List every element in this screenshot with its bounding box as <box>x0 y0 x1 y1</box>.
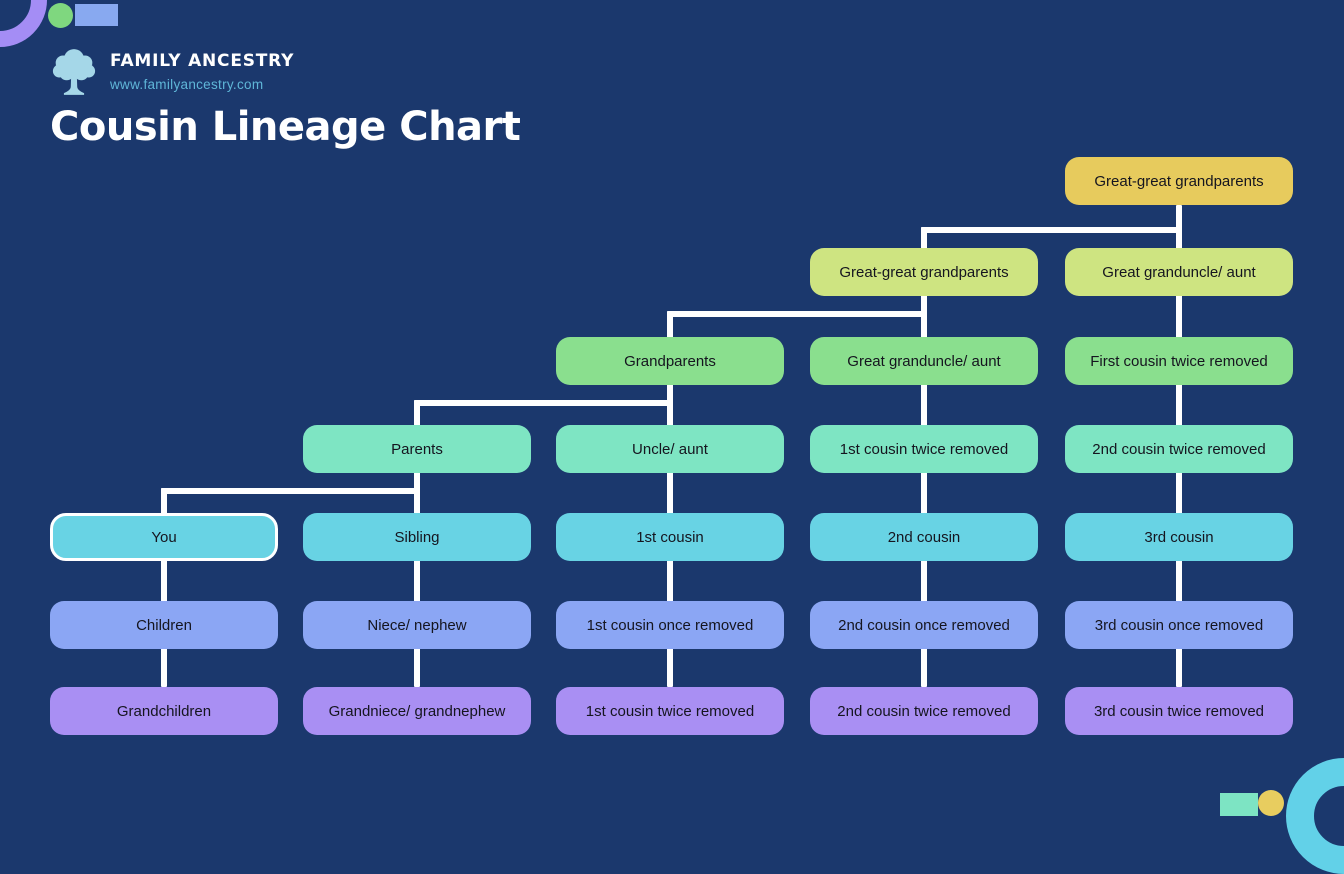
tree-node-r4c5-2nd-cousin-twice-removed: 2nd cousin twice removed <box>1065 425 1293 473</box>
tree-node-r5c2-sibling: Sibling <box>303 513 531 561</box>
tree-node-r6c5-3rd-cousin-once-removed: 3rd cousin once removed <box>1065 601 1293 649</box>
tree-node-r3c3-grandparents: Grandparents <box>556 337 784 385</box>
tree-node-r6c1-children: Children <box>50 601 278 649</box>
tree-node-r7c2-grandniece-grandnephew: Grandniece/ grandnephew <box>303 687 531 735</box>
tree-node-r7c5-3rd-cousin-twice-removed: 3rd cousin twice removed <box>1065 687 1293 735</box>
connector-line <box>161 488 167 687</box>
connector-line <box>667 311 673 687</box>
tree-node-r6c3-1st-cousin-once-removed: 1st cousin once removed <box>556 601 784 649</box>
tree-node-r2c5-great-granduncle-aunt: Great granduncle/ aunt <box>1065 248 1293 296</box>
tree-node-r5c1-you: You <box>50 513 278 561</box>
tree-node-r4c3-uncle-aunt: Uncle/ aunt <box>556 425 784 473</box>
tree-node-r5c5-3rd-cousin: 3rd cousin <box>1065 513 1293 561</box>
decor-circle-icon <box>1258 790 1284 816</box>
brand-name: FAMILY ANCESTRY <box>110 51 295 71</box>
tree-node-r7c1-grandchildren: Grandchildren <box>50 687 278 735</box>
tree-node-r3c4-great-granduncle-aunt: Great granduncle/ aunt <box>810 337 1038 385</box>
tree-node-r4c2-parents: Parents <box>303 425 531 473</box>
decor-rectangle-icon <box>1220 793 1258 816</box>
page-title: Cousin Lineage Chart <box>50 104 521 150</box>
tree-node-r7c3-1st-cousin-twice-removed: 1st cousin twice removed <box>556 687 784 735</box>
tree-icon <box>52 49 96 95</box>
tree-node-r4c4-1st-cousin-twice-removed: 1st cousin twice removed <box>810 425 1038 473</box>
decor-circle-icon <box>48 3 73 28</box>
tree-node-r6c2-niece-nephew: Niece/ nephew <box>303 601 531 649</box>
connector-line <box>921 227 1182 233</box>
tree-node-r7c4-2nd-cousin-twice-removed: 2nd cousin twice removed <box>810 687 1038 735</box>
connector-line <box>414 400 673 406</box>
tree-node-r5c4-2nd-cousin: 2nd cousin <box>810 513 1038 561</box>
tree-node-r3c5-first-cousin-twice-removed: First cousin twice removed <box>1065 337 1293 385</box>
tree-node-r6c4-2nd-cousin-once-removed: 2nd cousin once removed <box>810 601 1038 649</box>
tree-node-r2c4-great-great-grandparents: Great-great grandparents <box>810 248 1038 296</box>
tree-node-r5c3-1st-cousin: 1st cousin <box>556 513 784 561</box>
brand-website: www.familyancestry.com <box>110 77 264 92</box>
connector-line <box>667 311 927 317</box>
connector-line <box>161 488 420 494</box>
tree-node-r1c5-great-great-grandparents: Great-great grandparents <box>1065 157 1293 205</box>
decor-rectangle-icon <box>75 4 118 26</box>
